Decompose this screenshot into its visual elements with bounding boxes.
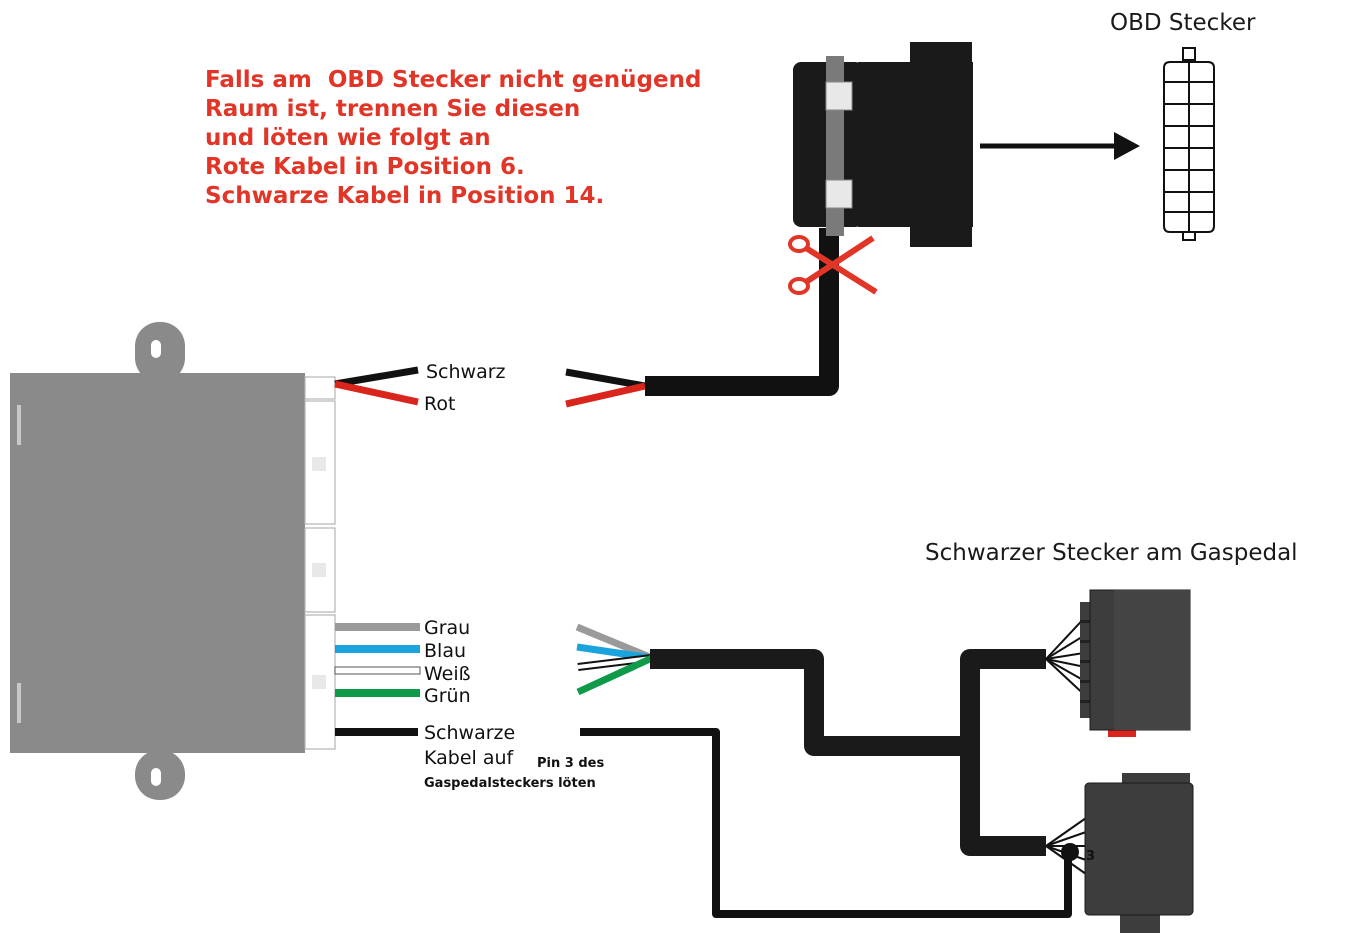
wire-label-grey: Grau — [424, 617, 471, 639]
module-body — [10, 373, 305, 753]
harness-cable — [650, 649, 1046, 856]
wire-label-black: Schwarz — [426, 361, 506, 383]
pin-number-label: 3 — [1086, 849, 1096, 864]
wire-label-black-pin3-cont: Kabel auf — [424, 747, 514, 769]
scissors-icon — [788, 235, 878, 295]
pedal-connector-bottom — [1045, 773, 1194, 933]
mount-hole — [151, 768, 161, 786]
obd-plug-face — [1163, 47, 1215, 241]
signal-wires — [334, 623, 421, 736]
instruction-line: Schwarze Kabel in Position 14. — [205, 183, 605, 209]
instruction-line: Rote Kabel in Position 6. — [205, 154, 525, 180]
instruction-line: Falls am OBD Stecker nicht genügend — [205, 67, 702, 93]
control-module — [10, 322, 336, 800]
wire-label-red: Rot — [424, 393, 456, 415]
pin3-wire — [580, 728, 1072, 918]
wire-label-black-pin3: Schwarze — [424, 722, 516, 744]
obd-title: OBD Stecker — [1110, 10, 1256, 36]
arrow-icon — [980, 132, 1140, 160]
instruction-line: Raum ist, trennen Sie diesen — [205, 96, 581, 122]
pedal-connector-top — [1045, 589, 1191, 737]
pin3-solder-point — [1061, 843, 1079, 861]
pin3-instruction-cont: Gaspedalsteckers löten — [424, 776, 596, 791]
wire-label-blue: Blau — [424, 640, 466, 662]
obd-connector-cut — [793, 42, 973, 247]
wire-label-white: Weiß — [424, 663, 471, 685]
mount-hole — [151, 340, 161, 358]
pin3-instruction: Pin 3 des — [537, 756, 605, 771]
harness-fan — [575, 623, 654, 696]
power-wires — [334, 228, 839, 408]
pedal-connector-title: Schwarzer Stecker am Gaspedal — [925, 540, 1298, 566]
instruction-line: und löten wie folgt an — [205, 125, 491, 151]
wire-label-green: Grün — [424, 685, 471, 707]
instruction-text: Falls am OBD Stecker nicht genügend Raum… — [205, 66, 701, 211]
